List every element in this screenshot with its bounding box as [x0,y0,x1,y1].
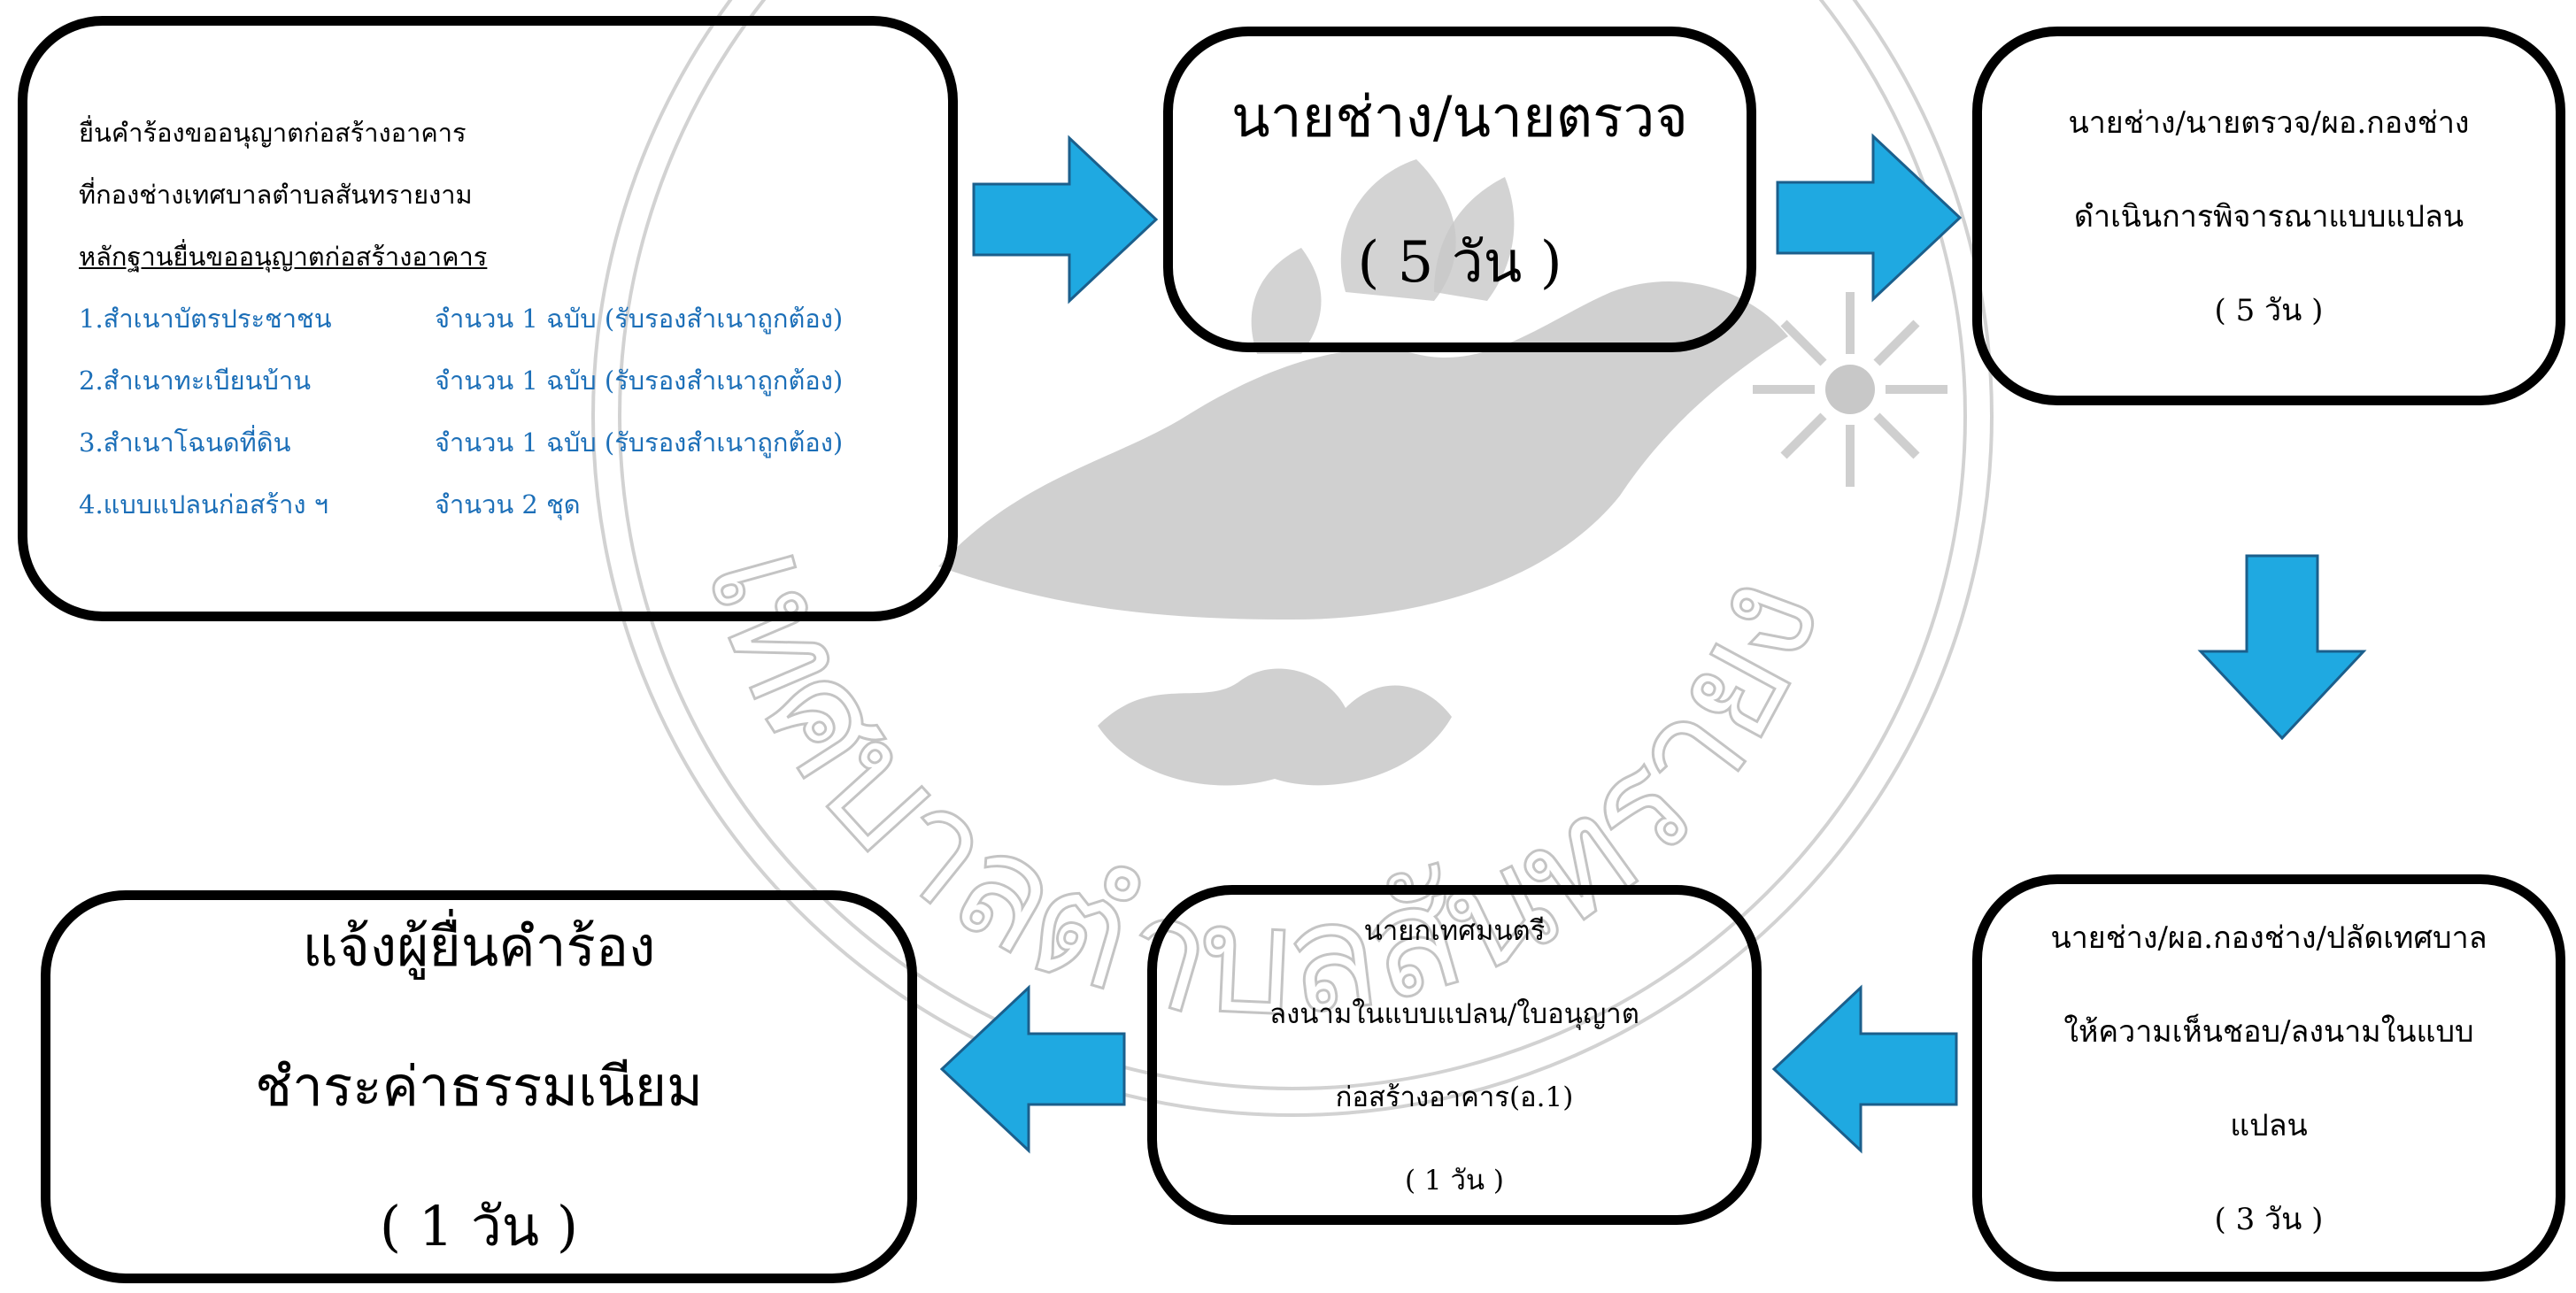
document-name: 4.แบบแปลนก่อสร้าง ฯ [79,489,329,520]
documents-heading: หลักฐานยื่นขออนุญาตก่อสร้างอาคาร [79,242,488,272]
arrow-right-icon [1776,133,1963,303]
document-qty: จำนวน 2 ชุด [435,489,581,520]
arrow-left-icon [939,984,1126,1154]
step-mayor-box: นายกเทศมนตรี ลงนามในแบบแปลน/ใบอนุญาต ก่อ… [1147,885,1762,1225]
step-inspect-box: นายช่าง/นายตรวจ ( 5 วัน ) [1163,27,1756,352]
document-name: 2.สำเนาทะเบียนบ้าน [79,366,312,396]
step-apply-box: ยื่นคำร้องขออนุญาตก่อสร้างอาคาร ที่กองช่… [18,16,958,621]
notify-duration: ( 1 วัน ) [379,1194,579,1258]
document-qty: จำนวน 1 ฉบับ (รับรองสำเนาถูกต้อง) [435,304,844,334]
mayor-line-3: ก่อสร้างอาคาร(อ.1) [1335,1081,1574,1113]
document-name: 1.สำเนาบัตรประชาชน [79,304,332,334]
document-qty: จำนวน 1 ฉบับ (รับรองสำเนาถูกต้อง) [435,427,844,458]
step-approve-box: นายช่าง/ผอ.กองช่าง/ปลัดเทศบาล ให้ความเห็… [1972,874,2565,1281]
mayor-line-1: นายกเทศมนตรี [1363,915,1546,947]
apply-line-1: ยื่นคำร้องขออนุญาตก่อสร้างอาคาร [79,118,467,148]
notify-line-2: ชำระค่าธรรมเนียม [255,1054,703,1119]
review-line-1: นายช่าง/นายตรวจ/ผอ.กองช่าง [2068,105,2470,141]
approve-line-1: นายช่าง/ผอ.กองช่าง/ปลัดเทศบาล [2050,920,2487,956]
notify-line-1: แจ้งผู้ยื่นคำร้อง [302,914,656,979]
inspect-title: นายช่าง/นายตรวจ [1231,85,1688,150]
step-review-box: นายช่าง/นายตรวจ/ผอ.กองช่าง ดำเนินการพิจา… [1972,27,2565,405]
approve-line-3: แปลน [2230,1108,2308,1143]
review-line-2: ดำเนินการพิจารณาแบบแปลน [2073,199,2464,235]
arrow-left-icon [1771,984,1958,1154]
document-name: 3.สำเนาโฉนดที่ดิน [79,427,291,458]
apply-line-2: ที่กองช่างเทศบาลตำบลสันทรายงาม [79,180,473,210]
review-duration: ( 5 วัน ) [2214,293,2324,328]
step-notify-box: แจ้งผู้ยื่นคำร้อง ชำระค่าธรรมเนียม ( 1 ว… [41,890,917,1283]
document-qty: จำนวน 1 ฉบับ (รับรองสำเนาถูกต้อง) [435,366,844,396]
inspect-duration: ( 5 วัน ) [1357,230,1562,296]
approve-line-2: ให้ความเห็นชอบ/ลงนามในแบบ [2063,1014,2474,1050]
mayor-duration: ( 1 วัน ) [1404,1165,1505,1197]
approve-duration: ( 3 วัน ) [2214,1202,2324,1237]
arrow-down-icon [2197,554,2367,741]
arrow-right-icon [972,135,1159,304]
mayor-line-2: ลงนามในแบบแปลน/ใบอนุญาต [1269,998,1639,1030]
